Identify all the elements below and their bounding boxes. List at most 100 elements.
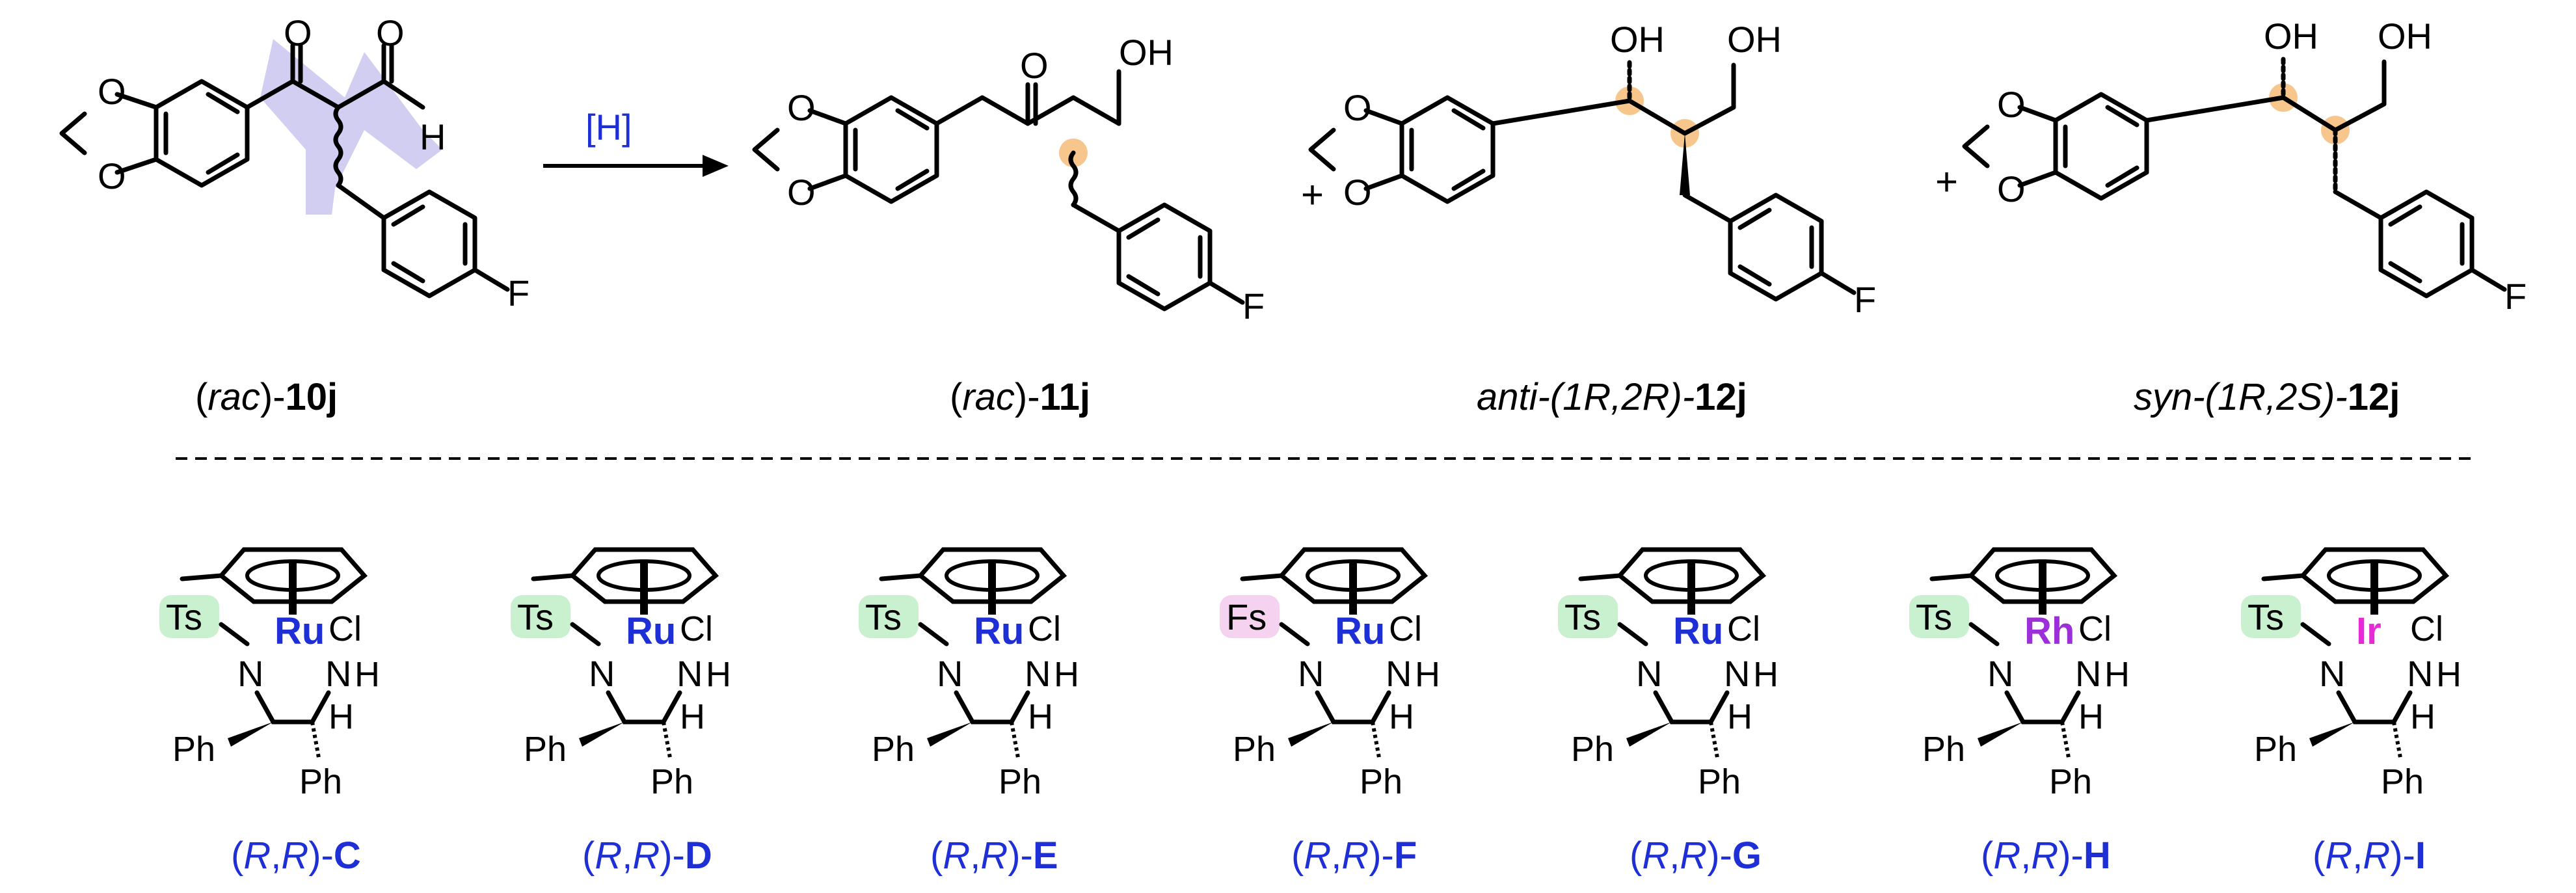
hash-bond [1010, 721, 1020, 758]
metal-label: Ru [1673, 610, 1723, 652]
sulfonyl-highlight [859, 595, 919, 638]
atom-f: F [1242, 286, 1265, 327]
atom-o1: O [787, 87, 816, 128]
arene-ring [1278, 547, 1429, 604]
phenyl-1: Ph [1922, 730, 1965, 769]
phenyl-1: Ph [172, 730, 215, 769]
metal-label: Ru [626, 610, 676, 652]
atom-o-ketone: O [1020, 45, 1049, 86]
sulfonyl-highlight [511, 595, 570, 638]
hash-bond [2392, 721, 2402, 758]
methyl-bond [2261, 573, 2305, 581]
wedge-bond [579, 722, 624, 747]
diamine-backbone [2336, 690, 2413, 725]
diamine-backbone [1653, 690, 1730, 725]
atom-h-n: H [1753, 655, 1778, 694]
diamine-backbone [254, 690, 331, 725]
hash-bond [310, 721, 321, 758]
catalyst-label: (R,R)-D [582, 834, 712, 877]
atom-o2: O [98, 155, 126, 196]
catalyst-label: (R,R)-G [1630, 834, 1762, 877]
methyl-bond [1929, 573, 1974, 581]
phenyl-2: Ph [2381, 762, 2424, 801]
methyl-bond [1240, 573, 1284, 581]
methyl-bond [531, 573, 575, 581]
atom-n2: N [1025, 653, 1051, 694]
atom-oh: OH [1119, 32, 1174, 73]
atom-n2: N [677, 653, 703, 694]
chloride-label: Cl [1028, 609, 1061, 648]
chloride-label: Cl [329, 609, 362, 648]
metal-label: Ru [1335, 610, 1385, 652]
arene-ring [917, 547, 1067, 604]
phenyl-2: Ph [999, 762, 1041, 801]
phenyl-2: Ph [2049, 762, 2092, 801]
atom-h-n2: H [1727, 697, 1752, 736]
catalyst-label: (R,R)-E [930, 834, 1058, 877]
catalyst-label: (R,R)-F [1291, 834, 1417, 877]
phenyl-2: Ph [651, 762, 693, 801]
arene-ring [569, 547, 719, 604]
dicarbonyl-highlight [260, 39, 442, 215]
hash-bond [662, 721, 672, 758]
sulfonyl-highlight [159, 595, 219, 638]
wedge-bond [2309, 722, 2355, 747]
catalyst-label: (R,R)-C [231, 834, 361, 877]
plus-2: + [1935, 160, 1958, 204]
sulfonyl-highlight [2241, 595, 2301, 638]
reagent-label: [H] [585, 107, 632, 148]
atom-h-n2: H [2078, 697, 2104, 736]
atom-n2: N [325, 653, 351, 694]
diamine-backbone [606, 690, 682, 725]
chloride-label: Cl [2078, 609, 2112, 648]
label-10j: (rac)-10j [195, 376, 338, 418]
label-12j-anti: anti-(1R,2R)-12j [1477, 376, 1747, 418]
atom-n1: N [589, 653, 615, 694]
atom-n1: N [1987, 653, 2013, 694]
phenyl-1: Ph [1571, 730, 1614, 769]
atom-o2: O [787, 172, 816, 213]
sulfonyl-highlight [1558, 595, 1618, 638]
metal-label: Ru [974, 610, 1024, 652]
wedge-bond [927, 722, 973, 747]
sulfonyl-highlight [1220, 595, 1280, 638]
atom-n2: N [1724, 653, 1750, 694]
diamine-backbone [2004, 690, 2081, 725]
catalyst-label: (R,R)-H [1981, 834, 2111, 877]
atom-o1: O [98, 71, 126, 112]
compound-11j: O O O OH F (rac)-11j [752, 32, 1265, 418]
atom-h-n: H [355, 655, 380, 694]
phenyl-1: Ph [1233, 730, 1276, 769]
hash-bond [1709, 721, 1719, 758]
methyl-bond [180, 573, 224, 581]
chloride-label: Cl [1727, 609, 1760, 648]
atom-h-n2: H [329, 697, 354, 736]
metal-label: Ir [2356, 610, 2381, 652]
phenyl-1: Ph [2254, 730, 2297, 769]
atom-h-aldehyde: H [420, 116, 446, 157]
atom-h-n: H [2436, 655, 2462, 694]
atom-h-n: H [706, 655, 731, 694]
sulfonyl-label: Ts [865, 596, 902, 637]
label-11j: (rac)-11j [950, 376, 1090, 418]
arene-ring [217, 547, 368, 604]
phenyl-2: Ph [299, 762, 342, 801]
phenyl-2: Ph [1698, 762, 1741, 801]
sulfonyl-label: Ts [2247, 596, 2284, 637]
atom-h-n2: H [680, 697, 705, 736]
atom-f: F [1854, 279, 1876, 320]
atom-h-n: H [1415, 655, 1440, 694]
atom-n2: N [2075, 653, 2101, 694]
chloride-label: Cl [680, 609, 713, 648]
sulfonyl-label: Ts [166, 596, 202, 637]
atom-o-ketone: O [284, 12, 312, 53]
catalyst-label: (R,R)-I [2313, 834, 2426, 877]
atom-h-n2: H [1028, 697, 1053, 736]
